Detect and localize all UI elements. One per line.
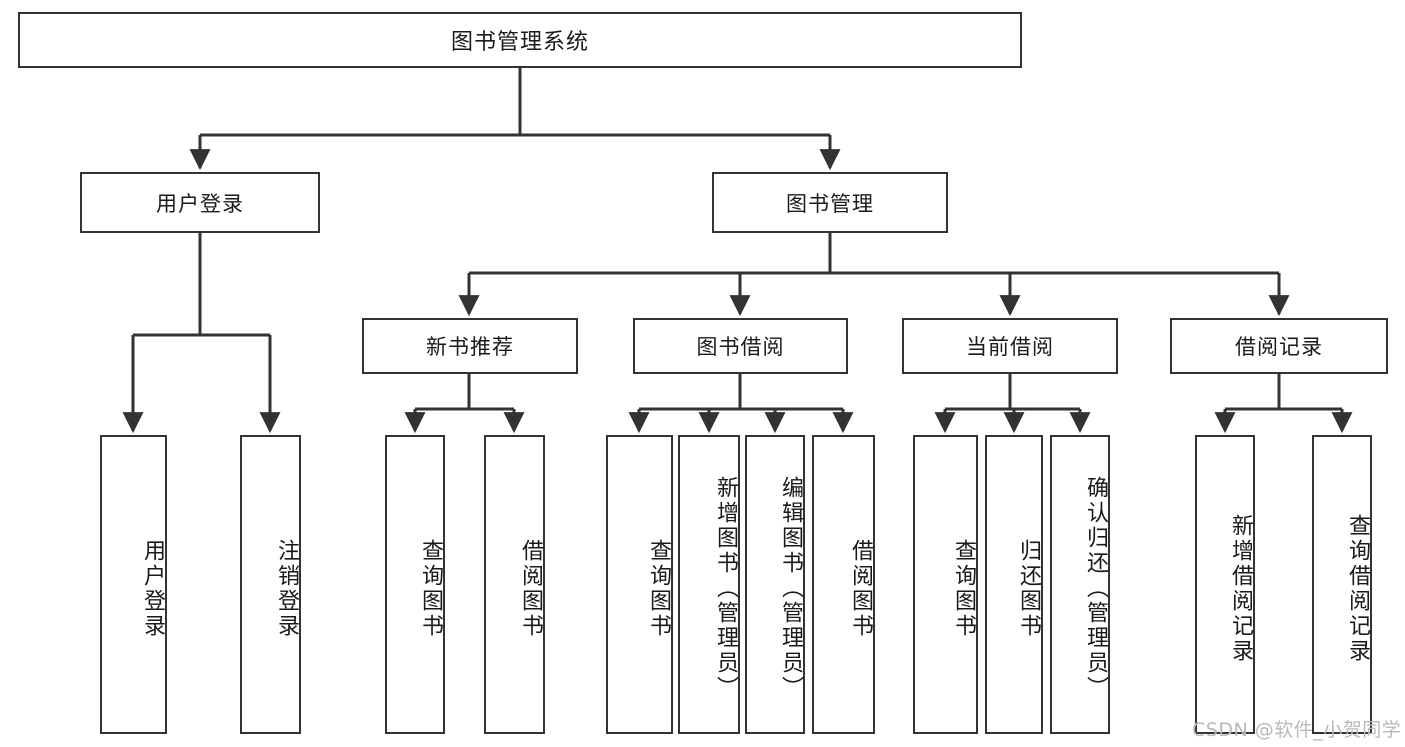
- node-borrow-record-label: 借阅记录: [1235, 335, 1323, 359]
- leaf-return-book-label: 归还图书: [1016, 538, 1041, 639]
- node-book-management-label: 图书管理: [786, 191, 874, 216]
- node-user-login-label: 用户登录: [156, 191, 244, 216]
- leaf-edit-book-admin[interactable]: 编辑图书（管理员）: [745, 435, 805, 734]
- leaf-borrow-book-recommend-label: 借阅图书: [518, 538, 543, 639]
- leaf-confirm-return-admin[interactable]: 确认归还（管理员）: [1050, 435, 1110, 734]
- node-current-borrow-label: 当前借阅: [966, 335, 1054, 359]
- leaf-borrow-book-recommend[interactable]: 借阅图书: [484, 435, 545, 734]
- leaf-user-login-label: 用户登录: [140, 538, 165, 639]
- leaf-query-borrow-record[interactable]: 查询借阅记录: [1312, 435, 1372, 734]
- node-root[interactable]: 图书管理系统: [18, 12, 1022, 68]
- leaf-return-book[interactable]: 归还图书: [985, 435, 1043, 734]
- node-borrow-record[interactable]: 借阅记录: [1170, 318, 1388, 374]
- node-current-borrow[interactable]: 当前借阅: [902, 318, 1118, 374]
- leaf-query-book-current[interactable]: 查询图书: [913, 435, 978, 734]
- leaf-confirm-return-admin-label: 确认归还（管理员）: [1083, 476, 1108, 701]
- leaf-edit-book-admin-label: 编辑图书（管理员）: [778, 476, 803, 701]
- leaf-user-login[interactable]: 用户登录: [100, 435, 167, 734]
- leaf-borrow-book-label: 借阅图书: [848, 538, 873, 639]
- leaf-query-book-recommend-label: 查询图书: [418, 538, 443, 639]
- leaf-add-borrow-record[interactable]: 新增借阅记录: [1195, 435, 1255, 734]
- leaf-query-book-borrow-label: 查询图书: [646, 538, 671, 639]
- leaf-add-book-admin-label: 新增图书（管理员）: [713, 476, 738, 701]
- leaf-logout-label: 注销登录: [274, 538, 299, 639]
- node-book-management[interactable]: 图书管理: [712, 172, 948, 233]
- leaf-query-book-recommend[interactable]: 查询图书: [385, 435, 445, 734]
- node-new-book-recommend[interactable]: 新书推荐: [362, 318, 578, 374]
- leaf-query-book-current-label: 查询图书: [951, 538, 976, 639]
- leaf-borrow-book[interactable]: 借阅图书: [812, 435, 875, 734]
- leaf-add-borrow-record-label: 新增借阅记录: [1228, 513, 1253, 664]
- node-root-label: 图书管理系统: [450, 30, 589, 55]
- node-book-borrow[interactable]: 图书借阅: [633, 318, 848, 374]
- leaf-query-borrow-record-label: 查询借阅记录: [1345, 513, 1370, 664]
- leaf-logout[interactable]: 注销登录: [240, 435, 301, 734]
- node-book-borrow-label: 图书借阅: [696, 335, 785, 359]
- leaf-query-book-borrow[interactable]: 查询图书: [606, 435, 673, 734]
- node-user-login[interactable]: 用户登录: [80, 172, 320, 233]
- leaf-add-book-admin[interactable]: 新增图书（管理员）: [678, 435, 740, 734]
- csdn-watermark: CSDN @软件_小贺同学: [1192, 719, 1402, 741]
- node-new-book-recommend-label: 新书推荐: [426, 335, 514, 359]
